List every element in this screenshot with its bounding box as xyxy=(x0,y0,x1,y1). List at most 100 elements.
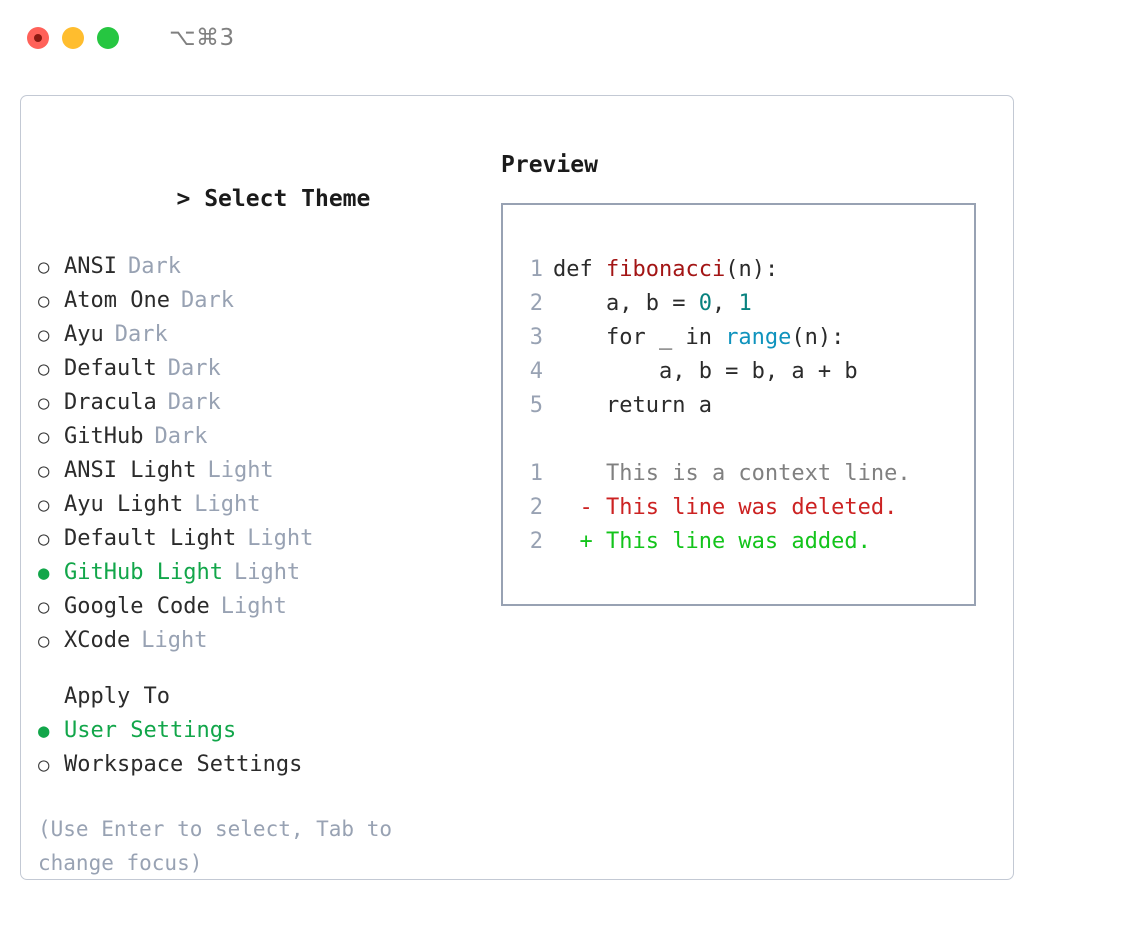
line-number: 2 xyxy=(529,495,543,520)
diff-line-context: 1 This is a context line. xyxy=(517,457,968,491)
diff-line-added: 2 + This line was added. xyxy=(517,525,968,559)
spacer xyxy=(517,423,968,457)
apply-to-option-label: User Settings xyxy=(64,718,237,743)
theme-variant-tag: Dark xyxy=(167,390,221,415)
code-line: 3 for _ in range(n): xyxy=(517,321,968,355)
maximize-button[interactable] xyxy=(97,27,119,49)
apply-to-list: ●User Settings ○ Workspace Settings xyxy=(38,714,478,782)
code-token-plain: a, b = xyxy=(553,291,699,316)
diff-line-content: + This line was added. xyxy=(553,529,871,554)
apply-to-option-user-settings[interactable]: ●User Settings xyxy=(38,714,478,748)
theme-option-label: Ayu xyxy=(64,322,104,347)
radio-unselected-icon: ○ xyxy=(38,358,50,380)
keyboard-hint-text: (Use Enter to select, Tab to change focu… xyxy=(38,817,405,875)
radio-unselected-icon: ○ xyxy=(38,596,50,618)
code-token-number: 0 xyxy=(698,291,712,316)
traffic-light-buttons xyxy=(27,27,119,49)
diff-line-content: This is a context line. xyxy=(553,461,911,486)
line-number: 1 xyxy=(529,461,543,486)
radio-unselected-icon: ○ xyxy=(38,426,50,448)
title-bar: ⌥⌘3 xyxy=(0,0,1140,76)
theme-option-label: ANSI Light xyxy=(64,458,197,483)
line-number: 5 xyxy=(529,393,543,418)
theme-option-label: Ayu Light xyxy=(64,492,184,517)
theme-option-default[interactable]: ○ Default Dark xyxy=(38,352,478,386)
radio-unselected-icon: ○ xyxy=(38,630,50,652)
theme-option-label: XCode xyxy=(64,628,131,653)
close-button[interactable] xyxy=(27,27,49,49)
apply-to-option-workspace-settings[interactable]: ○ Workspace Settings xyxy=(38,748,478,782)
theme-option-ayu[interactable]: ○ Ayu Dark xyxy=(38,318,478,352)
code-token-plain: (n): xyxy=(791,325,845,350)
code-token-number: 1 xyxy=(738,291,752,316)
theme-option-xcode[interactable]: ○ XCode Light xyxy=(38,624,478,658)
line-number: 3 xyxy=(529,325,543,350)
code-token-plain: return a xyxy=(553,393,712,418)
select-theme-label: Select Theme xyxy=(204,186,371,212)
theme-option-github[interactable]: ○ GitHub Dark xyxy=(38,420,478,454)
code-token-call: range xyxy=(725,325,792,350)
theme-variant-tag: Dark xyxy=(114,322,168,347)
line-number: 4 xyxy=(529,359,543,384)
theme-variant-tag: Light xyxy=(207,458,274,483)
code-token-function: fibonacci xyxy=(605,257,726,282)
radio-selected-icon: ● xyxy=(38,562,50,584)
radio-unselected-icon: ○ xyxy=(38,494,50,516)
theme-variant-tag: Dark xyxy=(127,254,181,279)
theme-variant-tag: Dark xyxy=(180,288,234,313)
radio-unselected-icon: ○ xyxy=(38,392,50,414)
theme-variant-tag: Dark xyxy=(167,356,221,381)
theme-option-dracula[interactable]: ○ Dracula Dark xyxy=(38,386,478,420)
radio-unselected-icon: ○ xyxy=(38,256,50,278)
code-line: 2 a, b = 0, 1 xyxy=(517,287,968,321)
radio-unselected-icon: ○ xyxy=(38,324,50,346)
theme-option-label: GitHub xyxy=(64,424,144,449)
diff-line-content: - This line was deleted. xyxy=(553,495,898,520)
line-number: 2 xyxy=(529,529,543,554)
apply-to-option-label: Workspace Settings xyxy=(64,752,303,777)
radio-unselected-icon: ○ xyxy=(38,528,50,550)
spacer xyxy=(38,782,478,812)
theme-option-ayu-light[interactable]: ○ Ayu Light Light xyxy=(38,488,478,522)
minimize-button[interactable] xyxy=(62,27,84,49)
radio-unselected-icon: ○ xyxy=(38,290,50,312)
focus-caret: > xyxy=(176,186,191,212)
theme-variant-tag: Light xyxy=(220,594,287,619)
code-token-plain: for _ in xyxy=(553,325,726,350)
theme-option-label: GitHub Light xyxy=(64,560,223,585)
diff-line-removed: 2 - This line was deleted. xyxy=(517,491,968,525)
theme-option-label: Default Light xyxy=(64,526,237,551)
theme-variant-tag: Light xyxy=(141,628,208,653)
line-number: 1 xyxy=(529,257,543,282)
theme-option-label: ANSI xyxy=(64,254,117,279)
theme-option-atom-one[interactable]: ○ Atom One Dark xyxy=(38,284,478,318)
keyboard-shortcut-label: ⌥⌘3 xyxy=(169,25,235,51)
code-token-plain: , xyxy=(711,291,739,316)
theme-option-label: Dracula xyxy=(64,390,157,415)
theme-option-ansi[interactable]: ○ ANSI Dark xyxy=(38,250,478,284)
select-theme-heading: > Select Theme xyxy=(38,148,478,250)
preview-heading: Preview xyxy=(501,152,598,178)
theme-variant-tag: Light xyxy=(233,560,301,585)
radio-unselected-icon: ○ xyxy=(38,460,50,482)
theme-variant-tag: Light xyxy=(247,526,314,551)
diff-sample: 1 This is a context line.2 - This line w… xyxy=(517,457,968,559)
theme-option-label: Default xyxy=(64,356,157,381)
theme-variant-tag: Light xyxy=(194,492,261,517)
theme-option-default-light[interactable]: ○ Default Light Light xyxy=(38,522,478,556)
radio-unselected-icon: ○ xyxy=(38,754,50,776)
theme-variant-tag: Dark xyxy=(154,424,208,449)
theme-option-ansi-light[interactable]: ○ ANSI Light Light xyxy=(38,454,478,488)
theme-option-github-light[interactable]: ● GitHub Light Light xyxy=(38,556,478,590)
theme-option-label: Atom One xyxy=(64,288,170,313)
spacer xyxy=(38,658,478,680)
